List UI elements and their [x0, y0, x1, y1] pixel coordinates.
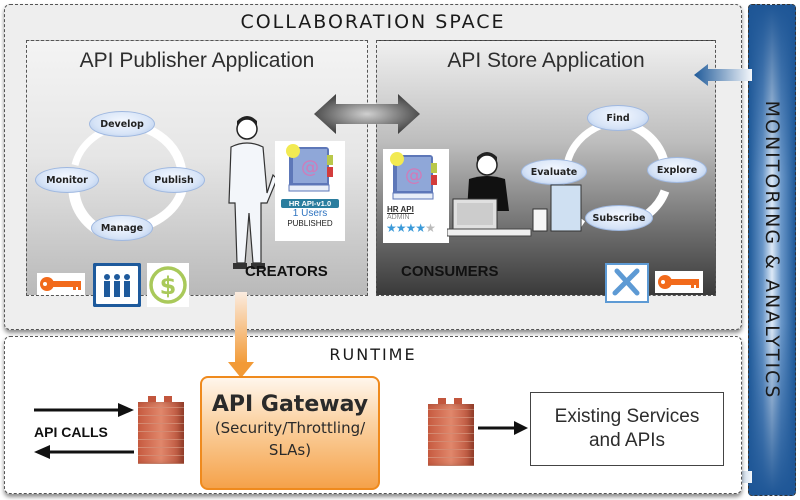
- api-calls-arrows-icon: [34, 403, 134, 459]
- users-icon: [93, 263, 141, 307]
- existing-services-line1: Existing Services: [554, 406, 700, 427]
- lifecycle-monitor: Monitor: [35, 167, 99, 193]
- lifecycle-subscribe: Subscribe: [585, 205, 653, 231]
- star-filled-icon[interactable]: ★: [395, 221, 407, 235]
- api-users-count: 1 Users: [292, 208, 328, 219]
- key-icon: [655, 271, 703, 293]
- creator-person-icon: [228, 116, 278, 269]
- api-store-panel: API Store Application Find Explore Subsc…: [376, 40, 716, 303]
- existing-services-box[interactable]: Existing Services and APIs: [530, 392, 724, 466]
- lifecycle-manage: Manage: [91, 215, 153, 241]
- lifecycle-explore: Explore: [647, 157, 707, 183]
- key-icon: [37, 273, 85, 295]
- star-filled-icon[interactable]: ★: [386, 221, 397, 235]
- gateway-to-services-arrow-icon: [478, 421, 528, 435]
- svg-text:$: $: [160, 272, 177, 300]
- monitoring-analytics-bar: MONITORING & ANALYTICS: [748, 4, 796, 496]
- star-filled-icon[interactable]: ★: [405, 221, 417, 235]
- gateway-subtitle-line1: (Security/Throttling/: [214, 419, 366, 437]
- firewall-icon: [428, 398, 474, 466]
- store-api-card[interactable]: @ HR API ADMIN ★★★★★: [383, 149, 449, 243]
- star-filled-icon[interactable]: ★: [415, 221, 426, 235]
- api-calls-label: API CALLS: [34, 424, 108, 440]
- store-api-name[interactable]: HR API: [387, 205, 414, 214]
- dollar-icon: $: [147, 263, 189, 307]
- lifecycle-evaluate: Evaluate: [521, 159, 587, 185]
- api-book-icon: @: [390, 152, 437, 200]
- monitor-to-store-arrow-icon: [694, 64, 752, 86]
- gateway-title: API Gateway: [211, 392, 369, 417]
- store-title: API Store Application: [447, 49, 645, 72]
- star-empty-icon[interactable]: ★: [425, 221, 436, 235]
- consumers-label: CONSUMERS: [401, 263, 499, 280]
- api-book-icon: @: [286, 144, 333, 192]
- tools-icon: [605, 263, 649, 303]
- api-gateway-box[interactable]: API Gateway (Security/Throttling/ SLAs): [200, 376, 380, 490]
- lifecycle-develop: Develop: [89, 111, 155, 137]
- svg-text:@: @: [301, 157, 319, 178]
- svg-text:@: @: [405, 165, 423, 186]
- lifecycle-find: Find: [587, 105, 649, 131]
- monitoring-analytics-title: MONITORING & ANALYTICS: [761, 100, 783, 400]
- published-api-card[interactable]: @ HR API-v1.0 1 Users PUBLISHED: [275, 141, 345, 241]
- consumer-at-computer-icon: [447, 152, 582, 237]
- api-publisher-panel: API Publisher Application Develop Publis…: [26, 40, 368, 307]
- publisher-title: API Publisher Application: [79, 49, 315, 72]
- api-name-badge: HR API-v1.0: [281, 199, 339, 208]
- creators-label: CREATORS: [245, 263, 328, 280]
- collaboration-space-title: COLLABORATION SPACE: [240, 11, 506, 33]
- publish-to-gateway-arrow-icon: [228, 292, 254, 378]
- lifecycle-publish: Publish: [143, 167, 205, 193]
- gateway-subtitle-line2: SLAs): [268, 441, 312, 459]
- firewall-icon: [138, 396, 184, 464]
- rating-stars[interactable]: ★★★★★: [383, 221, 449, 235]
- existing-services-line2: and APIs: [588, 430, 666, 451]
- bidirectional-arrow-icon: [314, 94, 420, 134]
- runtime-title: RUNTIME: [329, 345, 417, 364]
- store-api-owner: ADMIN: [387, 214, 410, 221]
- api-status: PUBLISHED: [287, 219, 333, 228]
